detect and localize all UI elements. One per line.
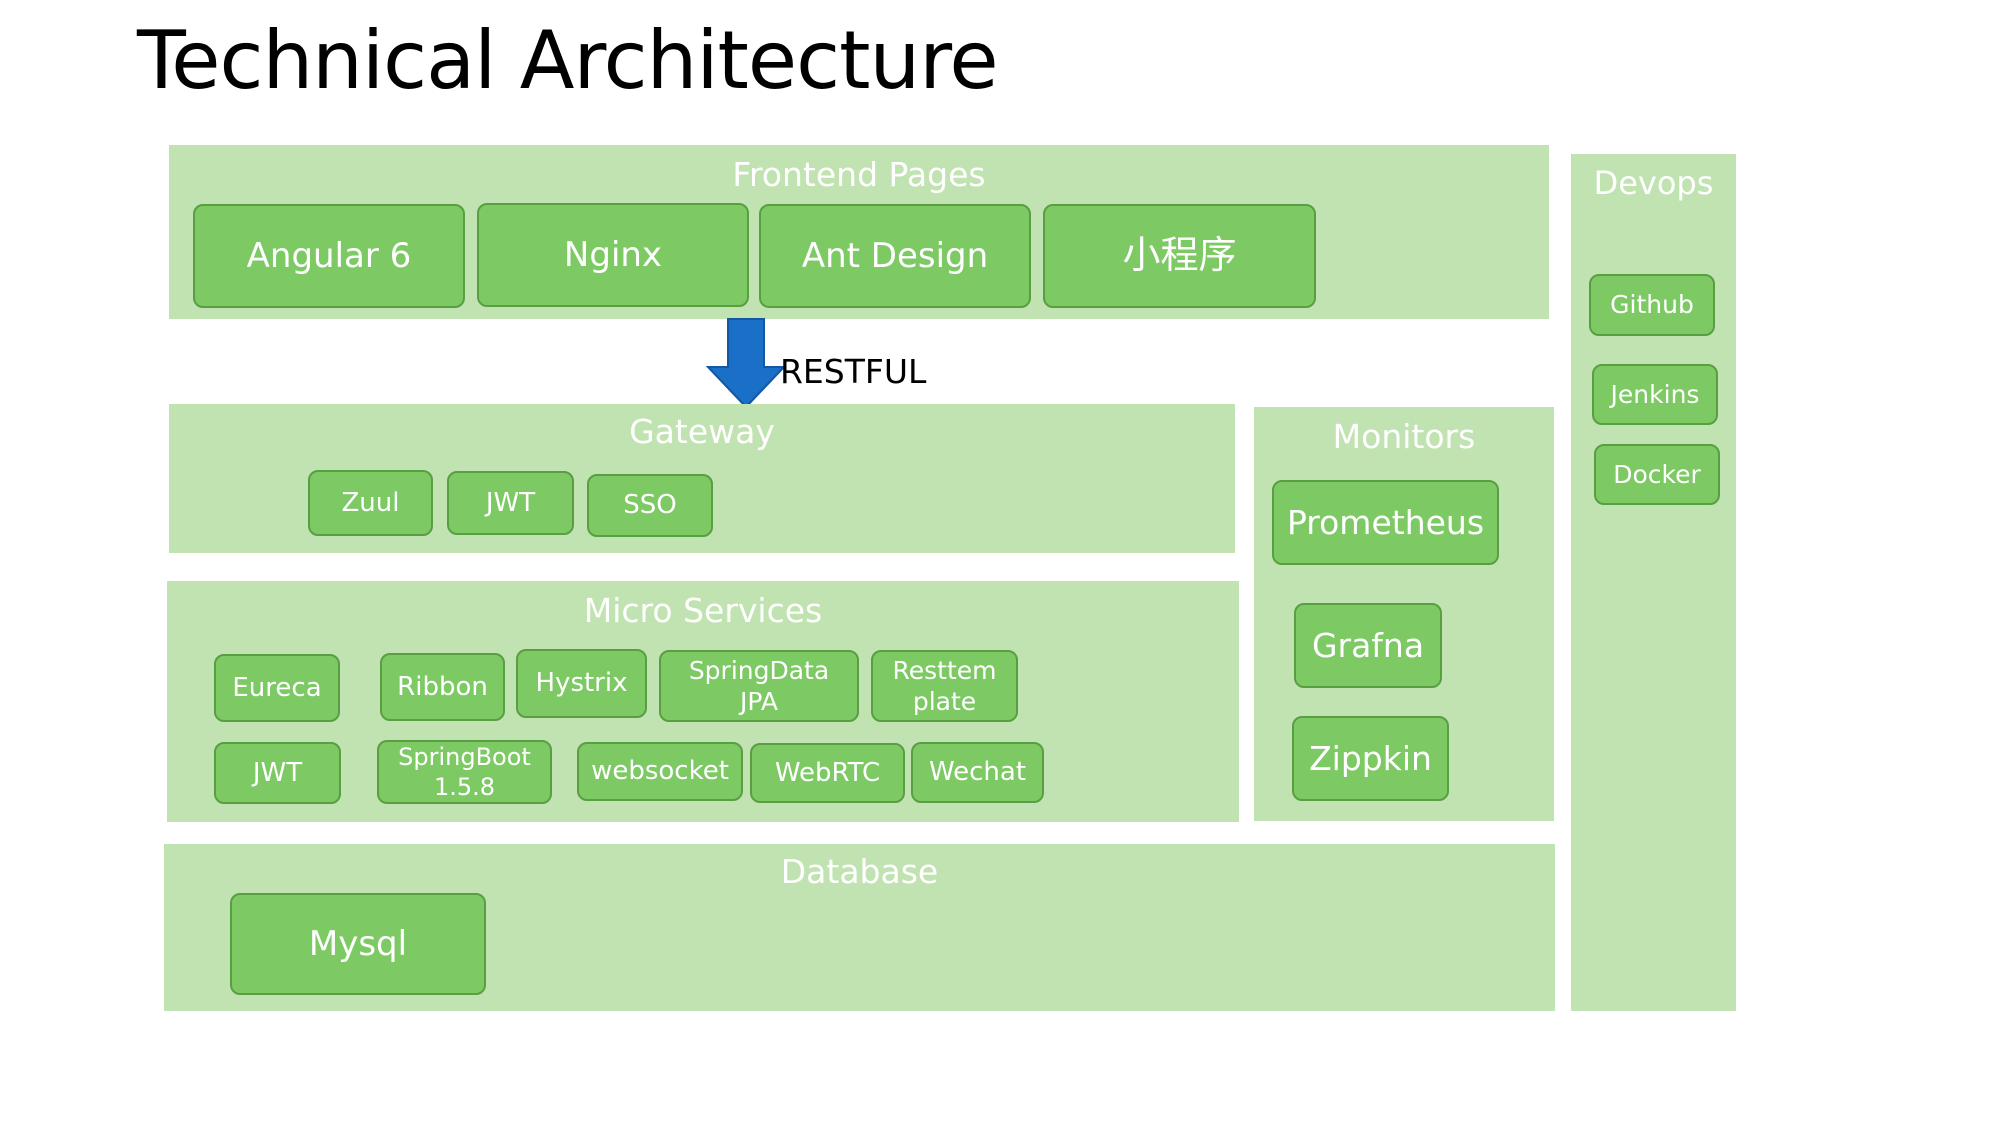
devops-item-docker: Docker xyxy=(1594,444,1720,505)
gateway-item-zuul: Zuul xyxy=(308,470,433,536)
database-item-mysql: Mysql xyxy=(230,893,486,995)
database-panel-label: Database xyxy=(780,852,939,891)
arrow-down-icon xyxy=(706,318,786,409)
micro-item-websocket: websocket xyxy=(577,742,743,801)
devops-item-jenkins: Jenkins xyxy=(1592,364,1718,425)
micro-item-hystrix: Hystrix xyxy=(516,649,647,718)
micro-item-ribbon: Ribbon xyxy=(380,653,505,721)
devops-panel-label: Devops xyxy=(1593,164,1714,202)
micro-item-webrtc: WebRTC xyxy=(750,743,905,803)
monitors-item-zippkin: Zippkin xyxy=(1292,716,1449,801)
monitors-item-grafna: Grafna xyxy=(1294,603,1442,688)
frontend-item-angular: Angular 6 xyxy=(193,204,465,308)
frontend-panel-label: Frontend Pages xyxy=(732,155,986,194)
micro-item-jwt: JWT xyxy=(214,742,341,804)
gateway-item-sso: SSO xyxy=(587,474,713,537)
restful-label: RESTFUL xyxy=(780,352,927,391)
page-title: Technical Architecture xyxy=(137,14,999,107)
micro-item-springboot: SpringBoot 1.5.8 xyxy=(377,740,552,804)
frontend-item-ant-design: Ant Design xyxy=(759,204,1031,308)
micro-item-eureca: Eureca xyxy=(214,654,340,722)
frontend-item-mini-program: 小程序 xyxy=(1043,204,1316,308)
monitors-item-prometheus: Prometheus xyxy=(1272,480,1499,565)
micro-services-panel-label: Micro Services xyxy=(583,591,823,630)
gateway-item-jwt: JWT xyxy=(447,471,574,535)
micro-item-springdata-jpa: SpringData JPA xyxy=(659,650,859,722)
monitors-panel-label: Monitors xyxy=(1332,417,1476,456)
frontend-item-nginx: Nginx xyxy=(477,203,749,307)
gateway-panel-label: Gateway xyxy=(629,412,775,451)
devops-item-github: Github xyxy=(1589,274,1715,336)
micro-item-resttemplate: Resttem plate xyxy=(871,650,1018,722)
micro-item-wechat: Wechat xyxy=(911,742,1044,803)
